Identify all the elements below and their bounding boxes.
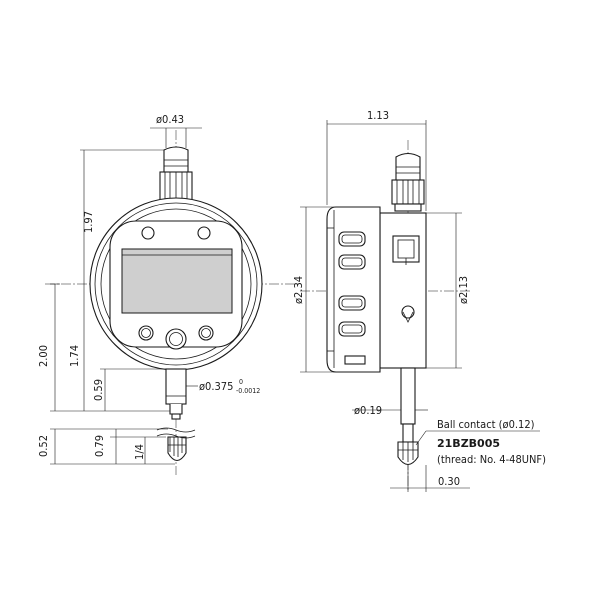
dim-contact-mid: 0.79: [93, 435, 106, 457]
dim-stem-top-diameter: ø0.43: [156, 113, 184, 126]
front-view: ø0.43 1.97 2.00 1.74 0.59 ø0.375 0 -0.00…: [37, 113, 300, 475]
dim-stem-length: 0.59: [92, 379, 105, 401]
lcd-display: [121, 248, 233, 314]
side-lug: [401, 305, 415, 319]
button-top-left: [141, 226, 155, 240]
button-bottom-right: [198, 325, 214, 341]
side-rib-1: [338, 231, 366, 247]
dim-stem-diameter: ø0.375: [199, 380, 233, 393]
dim-side-spindle-diameter: ø0.19: [354, 404, 382, 417]
dim-height-total: 2.00: [37, 345, 50, 367]
stem: [165, 368, 187, 405]
dim-side-tip-offset: 0.30: [438, 475, 460, 488]
side-rib-4: [338, 321, 366, 337]
callout-thread-note: (thread: No. 4-48UNF): [437, 453, 546, 466]
side-view: 1.13 ø2.34 ø2.13 ø0.19 Ball contact (ø0.…: [292, 109, 546, 492]
cap-top: [163, 146, 189, 173]
dim-tol-upper: 0: [239, 378, 243, 386]
side-rib-3: [338, 295, 366, 311]
callout-ball-contact: Ball contact (ø0.12): [437, 418, 535, 431]
button-top-right: [197, 226, 211, 240]
contact-point: [167, 436, 187, 462]
button-bottom-center: [165, 328, 187, 350]
dim-side-body-diameter: ø2.34: [292, 276, 305, 304]
dim-height-top: 1.97: [82, 211, 95, 233]
dim-side-back-diameter: ø2.13: [457, 276, 470, 304]
side-spindle: [400, 367, 416, 425]
side-rib-2: [338, 254, 366, 270]
dim-side-depth: 1.13: [367, 109, 389, 122]
button-bottom-left: [138, 325, 154, 341]
dim-height-center: 1.74: [68, 345, 81, 367]
dim-contact-small: 1/4: [133, 444, 146, 460]
callout-part-number: 21BZB005: [437, 437, 500, 450]
dim-tol-lower: -0.0012: [236, 387, 260, 395]
dim-contact-total: 0.52: [37, 435, 50, 457]
